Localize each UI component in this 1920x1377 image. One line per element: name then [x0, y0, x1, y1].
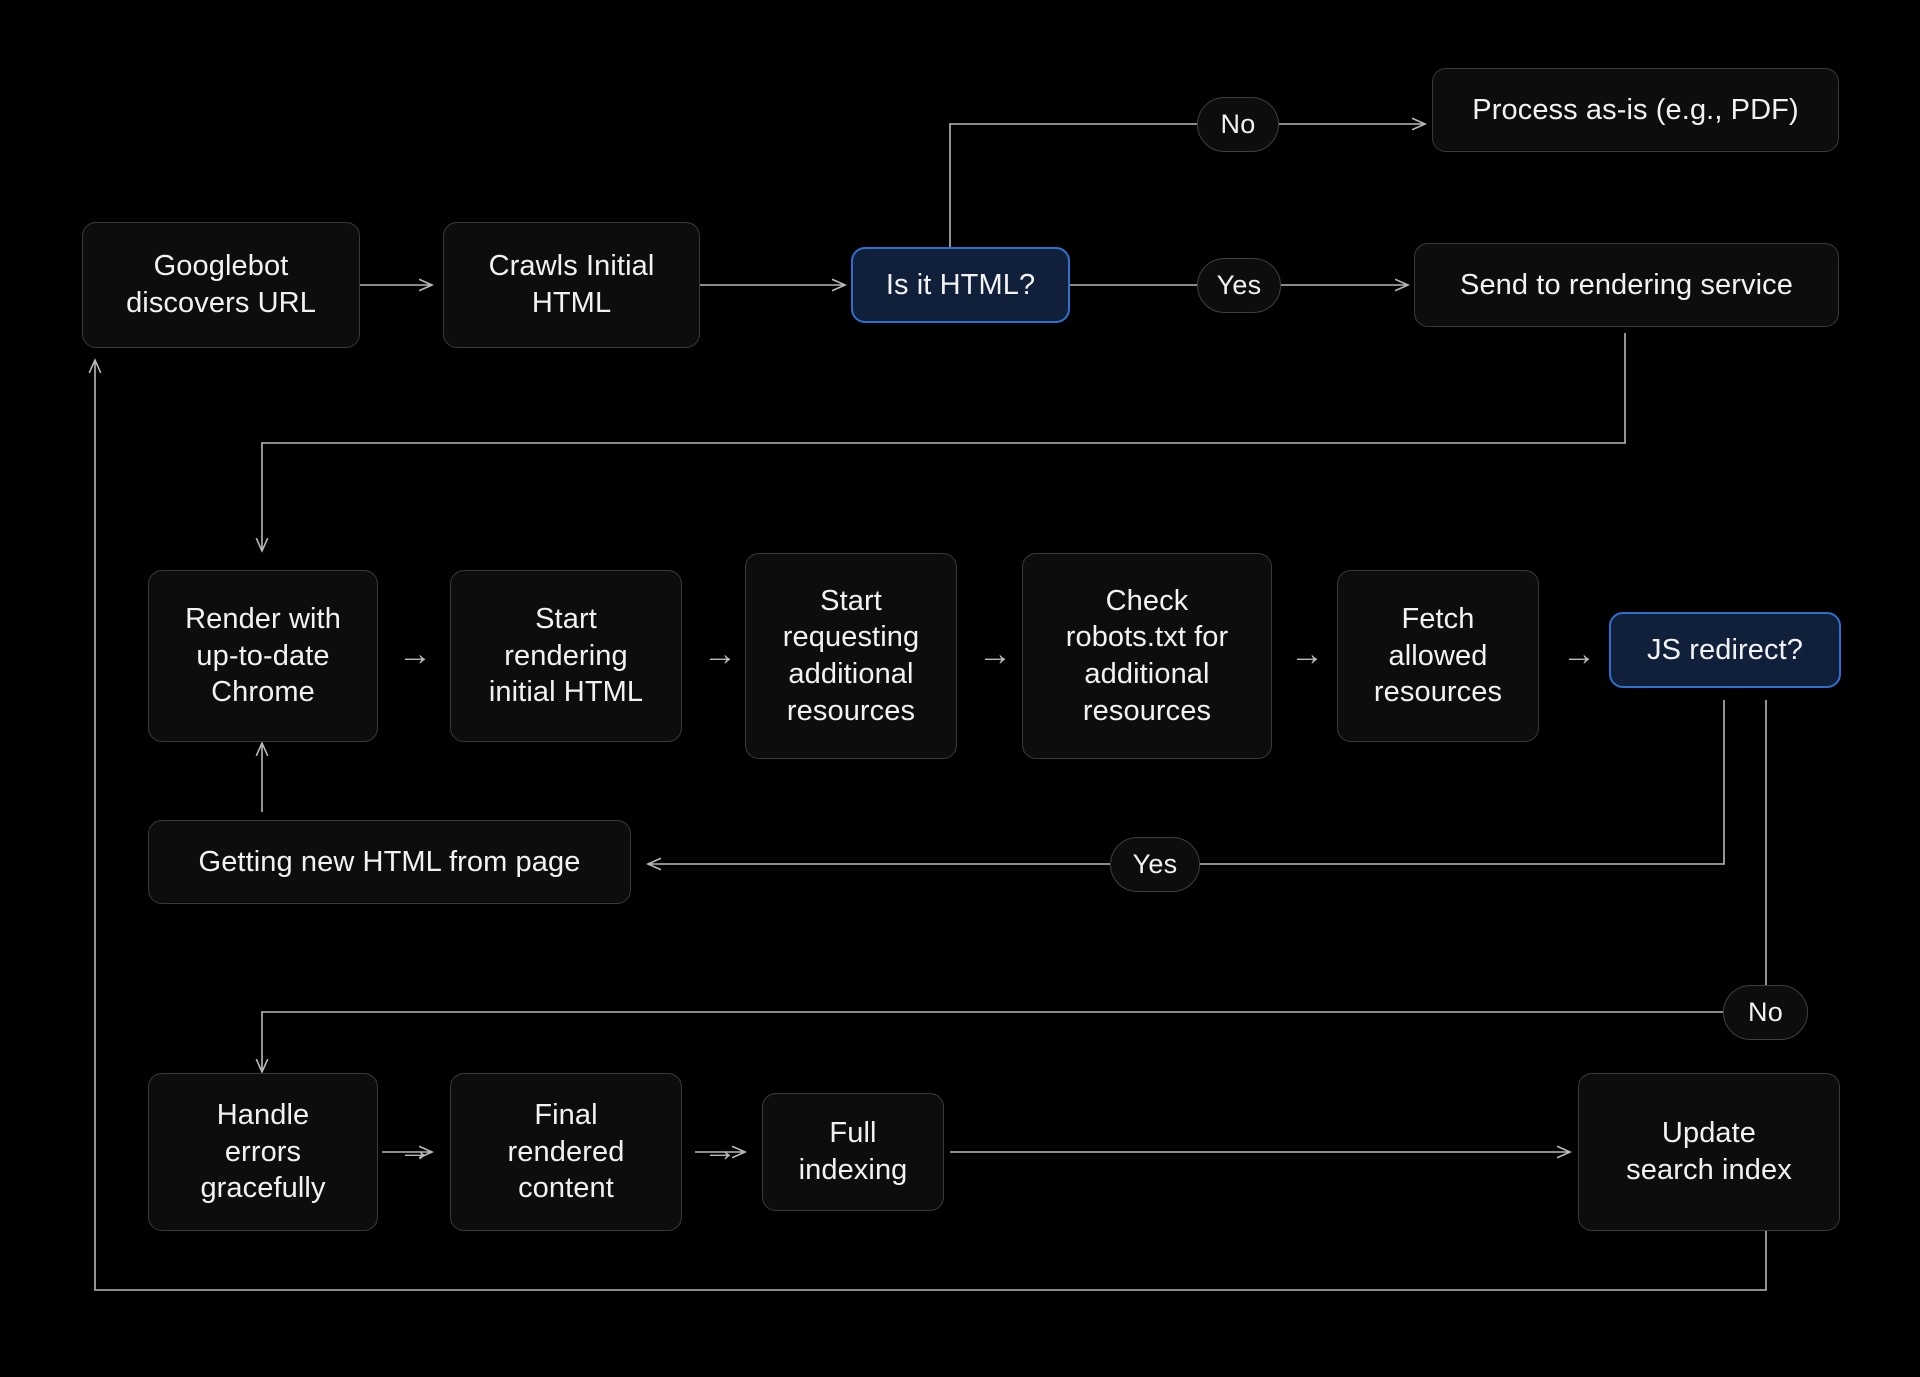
- node-handle-errors-gracefully[interactable]: Handle errors gracefully: [148, 1073, 378, 1231]
- arrow-right-icon-final-to-fullindexing: →: [703, 1131, 737, 1169]
- arrow-right-icon-render-to-startrender: →: [398, 635, 432, 673]
- node-check-robots-txt[interactable]: Check robots.txt for additional resource…: [1022, 553, 1272, 759]
- node-full-indexing[interactable]: Full indexing: [762, 1093, 944, 1211]
- node-send-to-rendering-service[interactable]: Send to rendering service: [1414, 243, 1839, 327]
- edge-no-to-handleerrors: [262, 1011, 1723, 1072]
- node-start-requesting-additional-resources[interactable]: Start requesting additional resources: [745, 553, 957, 759]
- node-start-rendering-initial-html[interactable]: Start rendering initial HTML: [450, 570, 682, 742]
- arrow-right-icon-startrender-to-startrequest: →: [703, 635, 737, 673]
- node-render-with-chrome[interactable]: Render with up-to-date Chrome: [148, 570, 378, 742]
- node-googlebot-discovers-url[interactable]: Googlebot discovers URL: [82, 222, 360, 348]
- edge-label-no-redirect: No: [1723, 985, 1808, 1040]
- edge-rendering-to-render: [262, 333, 1626, 551]
- node-process-as-is[interactable]: Process as-is (e.g., PDF): [1432, 68, 1839, 152]
- edge-label-yes-redirect: Yes: [1110, 837, 1200, 892]
- node-js-redirect[interactable]: JS redirect?: [1609, 612, 1841, 688]
- node-update-search-index[interactable]: Update search index: [1578, 1073, 1840, 1231]
- arrow-right-icon-robots-to-fetch: →: [1290, 635, 1324, 673]
- node-final-rendered-content[interactable]: Final rendered content: [450, 1073, 682, 1231]
- edge-label-yes-html: Yes: [1197, 258, 1281, 313]
- arrow-right-icon-startrequest-to-robots: →: [978, 635, 1012, 673]
- node-getting-new-html-from-page[interactable]: Getting new HTML from page: [148, 820, 631, 904]
- edge-label-no-html: No: [1197, 97, 1279, 152]
- edge-ishtml-no-up: [949, 123, 1200, 250]
- node-is-it-html[interactable]: Is it HTML?: [851, 247, 1070, 323]
- node-fetch-allowed-resources[interactable]: Fetch allowed resources: [1337, 570, 1539, 742]
- arrow-right-icon-fetch-to-jsredirect: →: [1562, 635, 1596, 673]
- node-crawls-initial-html[interactable]: Crawls Initial HTML: [443, 222, 700, 348]
- arrow-right-icon-handleerrors-to-final: →: [398, 1131, 432, 1169]
